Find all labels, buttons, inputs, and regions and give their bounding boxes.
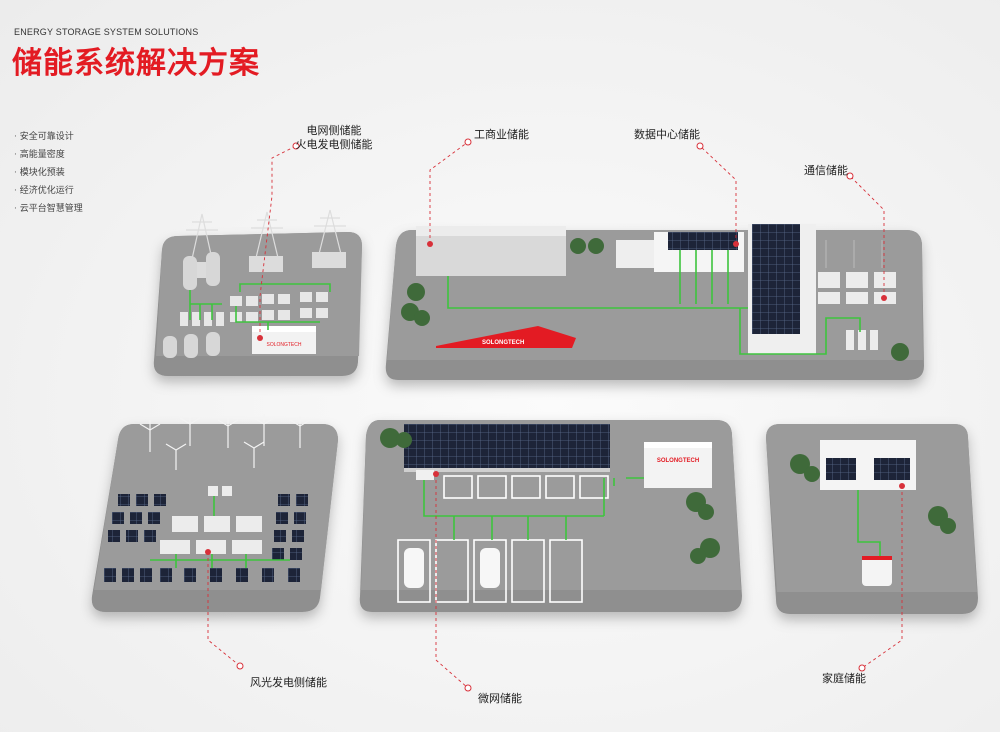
renewable-platform (91, 414, 339, 612)
page-title: 储能系统解决方案 (12, 46, 260, 81)
feature-item: 模块化预装 (14, 164, 83, 182)
label-telecom: 通信储能 (804, 164, 848, 177)
container-logo: SOLONGTECH (266, 342, 301, 348)
home-platform (766, 424, 978, 614)
label-datacenter: 数据中心储能 (634, 128, 700, 141)
commercial-platform: SOLONGTECH (385, 224, 924, 380)
label-commercial: 工商业储能 (474, 128, 529, 141)
label-grid-side-line1: 电网侧储能 (306, 124, 362, 137)
label-grid-side: 电网侧储能 火电发电侧储能 (296, 124, 373, 152)
label-microgrid: 微网储能 (478, 692, 522, 705)
label-home: 家庭储能 (822, 672, 866, 685)
label-renewable: 风光发电侧储能 (250, 676, 327, 689)
feature-item: 高能量密度 (14, 146, 83, 164)
label-grid-side-line2: 火电发电侧储能 (295, 138, 373, 151)
grid-side-platform: SOLONGTECH (153, 209, 362, 376)
feature-item: 云平台智慧管理 (14, 200, 83, 218)
eyebrow-title: ENERGY STORAGE SYSTEM SOLUTIONS (14, 27, 199, 37)
wedge-logo: SOLONGTECH (482, 340, 524, 346)
feature-item: 经济优化运行 (14, 182, 83, 200)
building-logo: SOLONGTECH (657, 458, 699, 464)
feature-list: 安全可靠设计 高能量密度 模块化预装 经济优化运行 云平台智慧管理 (14, 128, 83, 218)
feature-item: 安全可靠设计 (14, 128, 83, 146)
microgrid-platform: SOLONGTECH (359, 420, 742, 612)
